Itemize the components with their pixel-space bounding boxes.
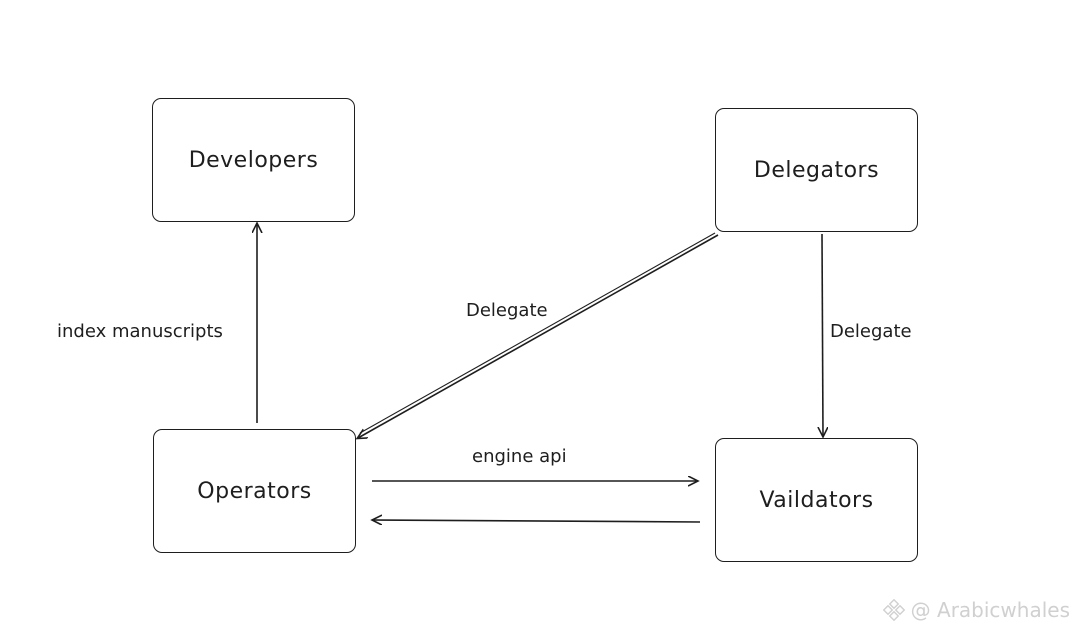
node-operators[interactable]: Operators (153, 429, 356, 553)
node-developers-label: Developers (188, 147, 319, 173)
watermark: @ Arabicwhales (882, 598, 1070, 622)
node-validators[interactable]: Vaildators (715, 438, 918, 562)
watermark-text: @ Arabicwhales (910, 598, 1070, 622)
node-validators-label: Vaildators (759, 487, 874, 513)
edge-label-delegate-validators: Delegate (830, 321, 912, 342)
edge-delegators-to-operators-double (359, 232, 716, 434)
node-operators-label: Operators (197, 478, 312, 504)
binance-logo-icon (882, 599, 905, 621)
edge-label-delegate-operators: Delegate (466, 300, 548, 321)
edge-delegators-to-operators (358, 234, 719, 438)
edge-label-index-manuscripts: index manuscripts (57, 321, 223, 342)
node-developers[interactable]: Developers (152, 98, 355, 222)
node-delegators[interactable]: Delegators (715, 108, 918, 232)
edge-validators-to-operators (373, 520, 701, 522)
node-delegators-label: Delegators (753, 157, 880, 183)
edge-label-engine-api: engine api (472, 446, 567, 467)
edge-delegators-to-validators (822, 233, 823, 436)
